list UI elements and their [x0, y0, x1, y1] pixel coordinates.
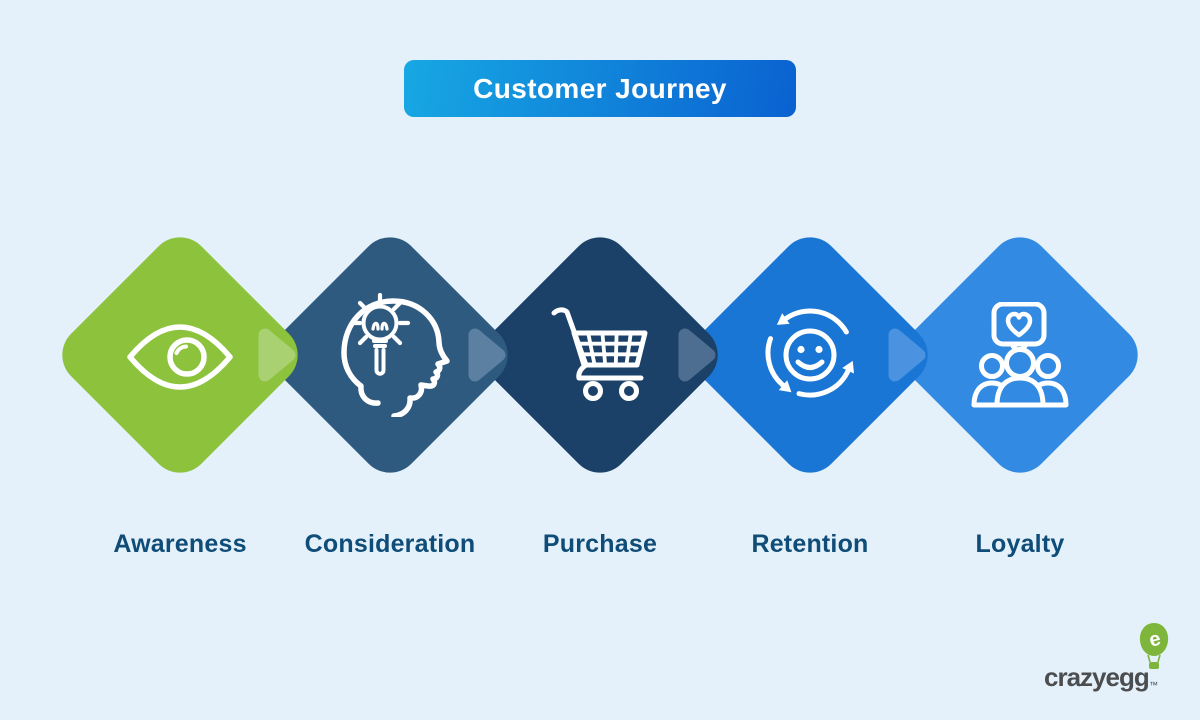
trademark-symbol: ™: [1149, 680, 1158, 690]
crazyegg-logo: e crazyegg ™: [1040, 618, 1190, 708]
stage-label-consideration: Consideration: [304, 530, 476, 558]
page-title: Customer Journey: [473, 72, 727, 104]
stage-label-loyalty: Loyalty: [975, 530, 1065, 558]
balloon-letter: e: [1147, 628, 1163, 652]
stage-label-retention: Retention: [751, 530, 869, 558]
crazyegg-wordmark: crazyegg: [1044, 662, 1150, 692]
smiley-refresh-icon: [765, 308, 854, 398]
next-stage-chevron-icon: [888, 328, 926, 382]
stage-loyalty: [889, 224, 1151, 486]
people-heart-front-person: [994, 347, 1046, 408]
eye-icon: [127, 324, 233, 390]
stage-purchase: [469, 224, 731, 486]
next-stage-chevron-icon: [258, 328, 296, 382]
head-lightbulb-icon: [341, 292, 450, 417]
title-banner: Customer Journey: [404, 60, 796, 117]
next-stage-chevron-icon: [468, 328, 506, 382]
stage-label-awareness: Awareness: [113, 530, 247, 558]
stage-awareness: [49, 224, 311, 486]
people-heart-icon: [971, 302, 1069, 408]
stage-consideration: [259, 224, 521, 486]
stage-label-purchase: Purchase: [542, 530, 658, 558]
shopping-cart-icon: [551, 307, 648, 401]
crazyegg-balloon-icon: e: [1139, 623, 1169, 669]
stage-retention: [679, 224, 941, 486]
next-stage-chevron-icon: [678, 328, 716, 382]
